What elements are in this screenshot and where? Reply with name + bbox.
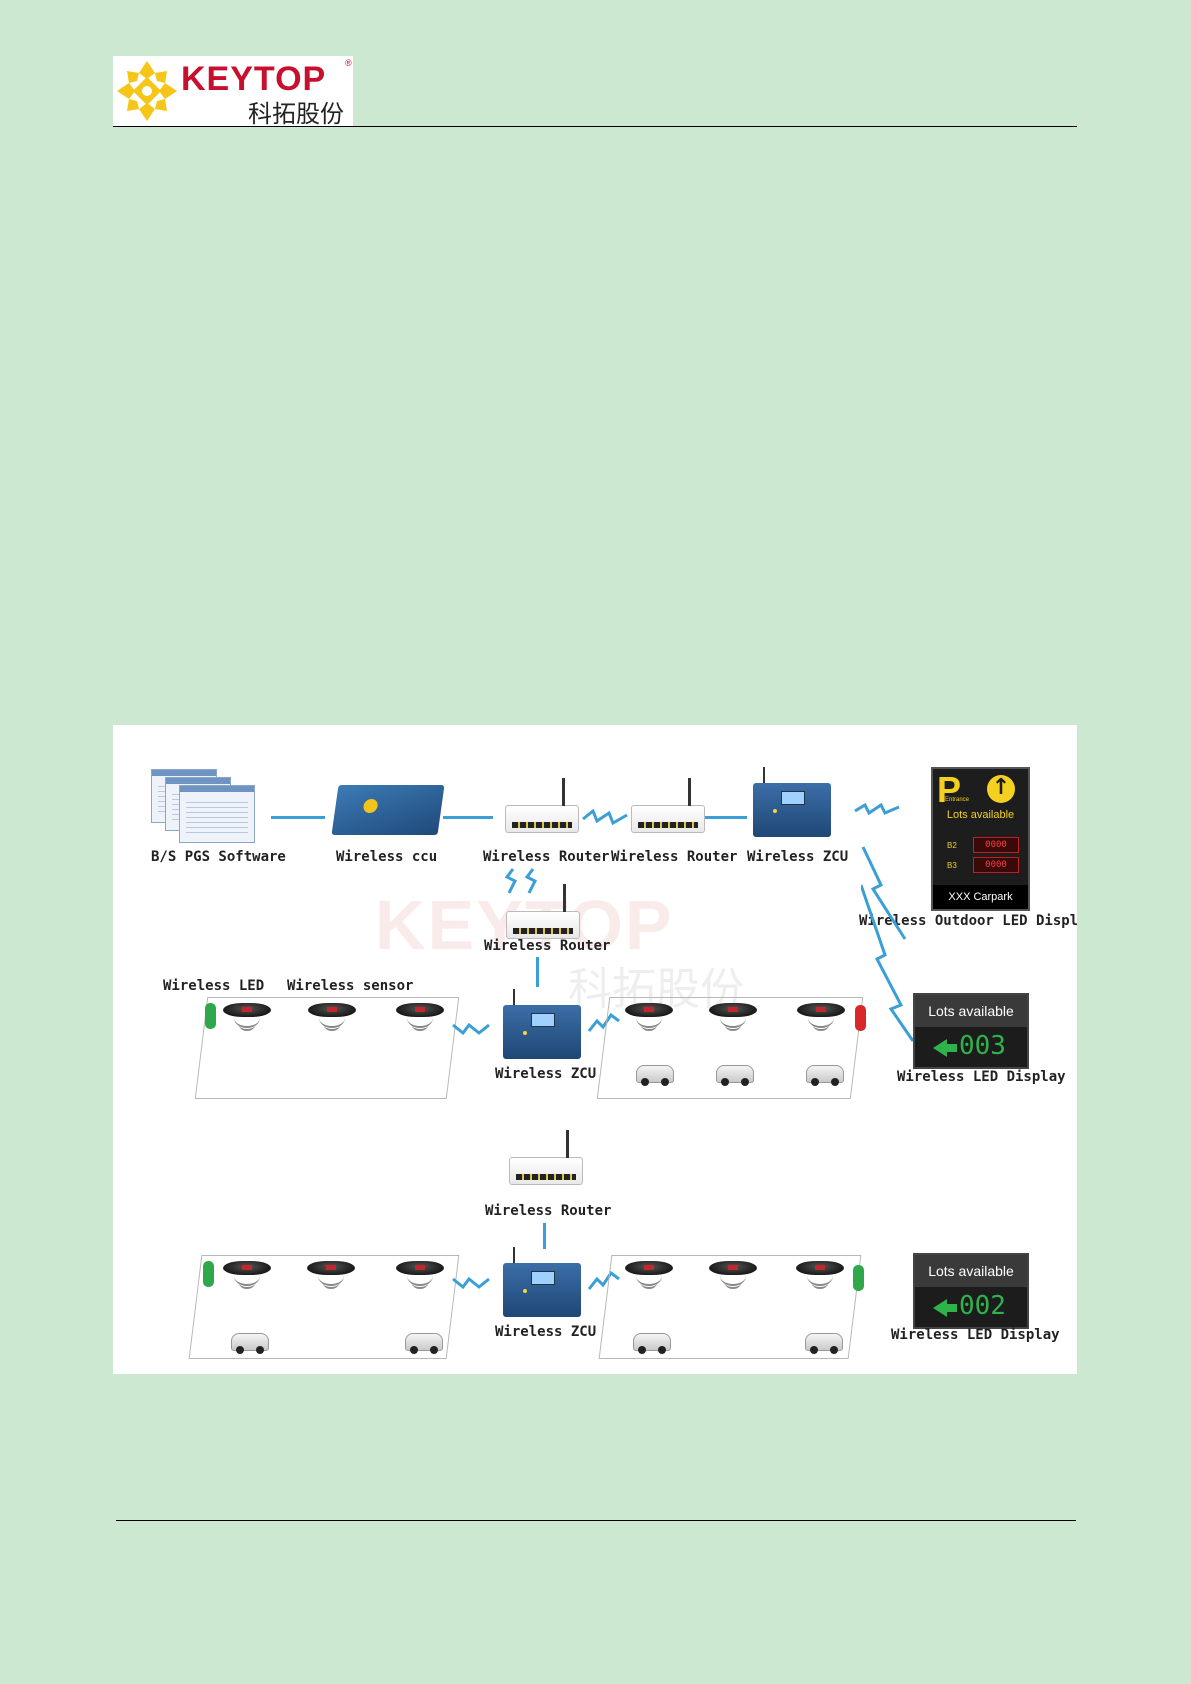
sign-count: 002 (959, 1291, 1006, 1321)
entrance-text: Entrance (945, 797, 970, 803)
software-screenshot-front (179, 785, 255, 843)
wireless-zcu-top (753, 767, 831, 837)
wire-router-zcu-bottom (543, 1223, 546, 1249)
status-led-red (855, 1005, 866, 1031)
signal-wave-icon (412, 1019, 428, 1031)
wireless-signal-icon (587, 1270, 620, 1290)
outdoor-row-value: 0000 (973, 837, 1019, 853)
wireless-zcu-mid (503, 989, 581, 1059)
wireless-router-2 (631, 778, 705, 833)
car-icon (716, 1065, 754, 1086)
wireless-signal-icon (452, 1276, 490, 1290)
label-zcu-bottom: Wireless ZCU (495, 1324, 597, 1340)
label-zcu-top: Wireless ZCU (747, 849, 849, 865)
label-router-1: Wireless Router (483, 849, 610, 865)
signal-wave-icon (239, 1019, 255, 1031)
label-led-display-bottom: Wireless LED Display (891, 1327, 1060, 1343)
car-icon (636, 1065, 674, 1086)
registered-mark: ® (345, 58, 352, 68)
signal-wave-icon (412, 1277, 428, 1289)
label-outdoor-display: Wireless Outdoor LED Display (859, 913, 1077, 929)
led-display-bottom: Lots available 002 (913, 1253, 1029, 1329)
wireless-ccu-device (331, 785, 445, 835)
logo-brand-text: KEYTOP (181, 60, 327, 98)
wireless-signal-icon (452, 1022, 490, 1036)
company-logo: KEYTOP ® 科拓股份 (113, 56, 353, 128)
signal-wave-icon (641, 1019, 657, 1031)
outdoor-footer: XXX Carpark (933, 885, 1028, 909)
label-router-mid: Wireless Router (484, 938, 611, 954)
car-icon (806, 1065, 844, 1086)
label-wireless-led: Wireless LED (163, 978, 265, 994)
label-router-2: Wireless Router (611, 849, 738, 865)
label-bs-software: B/S PGS Software (151, 849, 286, 865)
sign-title: Lots available (915, 995, 1027, 1027)
signal-wave-icon (813, 1019, 829, 1031)
wireless-router-mid (506, 884, 580, 939)
status-led-green (853, 1265, 864, 1291)
wire-ccu-router (443, 816, 493, 819)
car-icon (405, 1333, 443, 1354)
car-icon (633, 1333, 671, 1354)
footer-divider (116, 1520, 1076, 1521)
status-led-green (205, 1003, 216, 1029)
left-arrow-tail (945, 1304, 957, 1312)
signal-wave-icon (812, 1277, 828, 1289)
left-arrow-icon (933, 1299, 947, 1317)
car-icon (805, 1333, 843, 1354)
car-icon (231, 1333, 269, 1354)
signal-wave-icon (725, 1277, 741, 1289)
wireless-signal-icon (587, 1012, 620, 1032)
parking-p-symbol: P (937, 769, 962, 810)
label-router-bottom: Wireless Router (485, 1203, 612, 1219)
outdoor-row-level: B3 (947, 861, 957, 870)
label-wireless-ccu: Wireless ccu (336, 849, 438, 865)
status-led-green (203, 1261, 214, 1287)
label-led-display-mid: Wireless LED Display (897, 1069, 1066, 1085)
wireless-zcu-bottom (503, 1247, 581, 1317)
led-display-mid: Lots available 003 (913, 993, 1029, 1069)
label-zcu-mid: Wireless ZCU (495, 1066, 597, 1082)
wireless-router-bottom (509, 1130, 583, 1185)
wire-software-ccu (271, 816, 325, 819)
logo-emblem-icon (117, 61, 177, 121)
wire-router-zcu (705, 816, 747, 819)
signal-wave-icon (323, 1277, 339, 1289)
sign-count: 003 (959, 1031, 1006, 1061)
left-arrow-tail (945, 1044, 957, 1052)
up-arrow-icon: ↑ (987, 775, 1015, 803)
sign-title: Lots available (915, 1255, 1027, 1287)
outdoor-lots-title: Lots available (946, 809, 1015, 821)
wireless-signal-icon (854, 802, 900, 816)
header-divider (113, 126, 1077, 127)
signal-wave-icon (324, 1019, 340, 1031)
logo-chinese-text: 科拓股份 (248, 100, 344, 128)
wire-router-zcu-mid (536, 957, 539, 987)
outdoor-row-level: B2 (947, 841, 957, 850)
wireless-signal-icon (861, 846, 915, 1042)
signal-wave-icon (725, 1019, 741, 1031)
outdoor-led-display: P Entrance ↑ Lots available B2 0000 B3 0… (931, 767, 1030, 911)
signal-wave-icon (239, 1277, 255, 1289)
wireless-signal-icon (505, 868, 538, 894)
signal-wave-icon (641, 1277, 657, 1289)
wireless-signal-icon (582, 808, 628, 826)
left-arrow-icon (933, 1039, 947, 1057)
outdoor-row-value: 0000 (973, 857, 1019, 873)
system-diagram: KEYTOP 科拓股份 B/S PGS Software Wireless cc… (113, 725, 1077, 1374)
wireless-router-1 (505, 778, 579, 833)
label-wireless-sensor: Wireless sensor (287, 978, 414, 994)
